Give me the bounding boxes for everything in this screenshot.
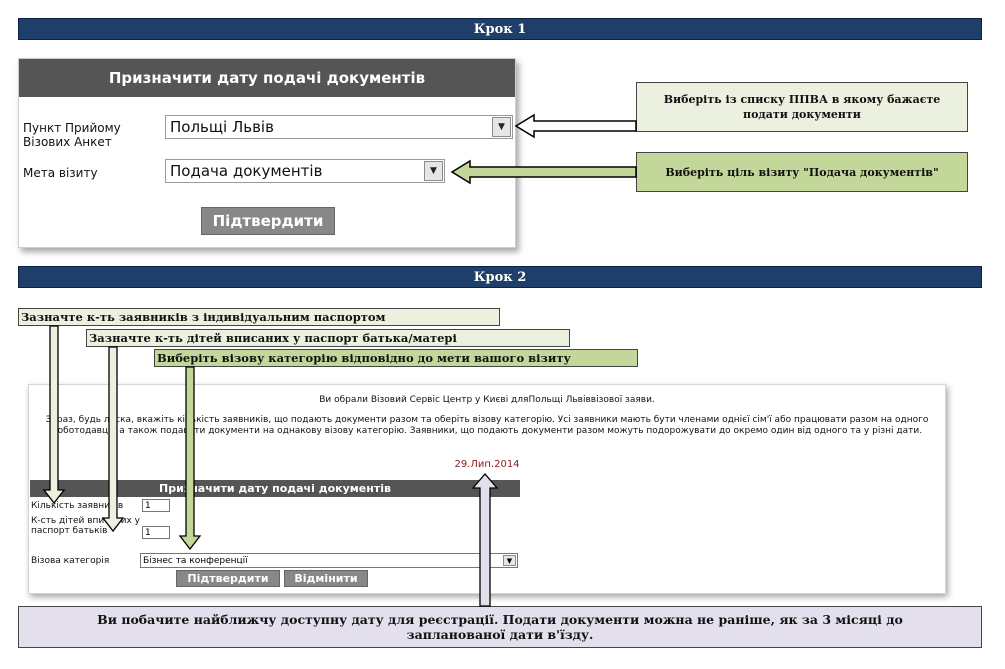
children-label: К-сть дітей вписаних у паспорт батьків <box>31 516 140 536</box>
callout-children: Зазначте к-ть дітей вписаних у паспорт б… <box>86 329 570 347</box>
arrow-to-children-input <box>101 346 125 533</box>
callout-applicants-text: Зазначте к-ть заявників з індивідуальним… <box>21 309 386 324</box>
callout-category-text: Виберіть візову категорію відповідно до … <box>157 350 571 365</box>
confirm-button-label: Підтвердити <box>187 572 269 585</box>
callout-select-purpose-text: Виберіть ціль візиту "Подача документів" <box>665 165 939 179</box>
chevron-down-icon[interactable]: ▼ <box>492 117 511 137</box>
arrow-to-category-select <box>178 366 202 551</box>
point-select[interactable]: Польщі Львів ▼ <box>165 115 513 139</box>
appointment-panel: Призначити дату подачі документів Пункт … <box>18 58 516 248</box>
step-2-title: Крок 2 <box>473 269 527 285</box>
children-input[interactable]: 1 <box>142 526 170 539</box>
chevron-down-icon[interactable]: ▼ <box>503 555 516 566</box>
callout-select-point-text: Виберіть із списку ППВА в якому бажаєте … <box>663 93 941 121</box>
category-select[interactable]: Бізнес та конференції ▼ <box>140 553 518 568</box>
confirm-button[interactable]: Підтвердити <box>201 207 335 235</box>
callout-children-text: Зазначте к-ть дітей вписаних у паспорт б… <box>89 330 457 345</box>
step-1-title: Крок 1 <box>473 21 527 37</box>
callout-nearest-date: Ви побачите найближчу доступну дату для … <box>18 606 982 648</box>
callout-select-purpose: Виберіть ціль візиту "Подача документів" <box>636 152 968 192</box>
chevron-down-icon[interactable]: ▼ <box>424 161 443 181</box>
step-2-bar: Крок 2 <box>18 266 982 288</box>
instructions-text: Зараз, будь ласка, вкажіть кількість зая… <box>45 415 929 436</box>
purpose-select[interactable]: Подача документів ▼ <box>165 159 445 183</box>
nearest-date: 29.Лип.2014 <box>454 459 520 470</box>
arrow-to-purpose-select <box>450 159 637 185</box>
form-header: Призначити дату подачі документів <box>30 480 520 497</box>
arrow-to-nearest-date <box>471 473 499 607</box>
purpose-select-value: Подача документів <box>170 162 323 180</box>
panel-header-title: Призначити дату подачі документів <box>108 69 426 87</box>
cancel-button-label: Відмінити <box>294 572 358 585</box>
callout-applicants: Зазначте к-ть заявників з індивідуальним… <box>18 308 500 326</box>
confirm-button-label: Підтвердити <box>212 212 324 230</box>
arrow-to-point-select <box>514 113 637 139</box>
appointment-form: Призначити дату подачі документів Кількі… <box>30 480 520 587</box>
cancel-button[interactable]: Відмінити <box>284 570 368 587</box>
panel-header: Призначити дату подачі документів <box>19 59 515 97</box>
applicants-input[interactable]: 1 <box>142 499 170 512</box>
point-label: Пункт Прийому Візових Анкет <box>23 121 121 149</box>
arrow-to-applicants-input <box>42 325 66 505</box>
callout-category: Виберіть візову категорію відповідно до … <box>154 349 638 367</box>
confirm-button[interactable]: Підтвердити <box>176 570 280 587</box>
point-select-value: Польщі Львів <box>170 118 274 136</box>
category-label: Візова категорія <box>31 556 110 566</box>
callout-select-point: Виберіть із списку ППВА в якому бажаєте … <box>636 82 968 132</box>
selected-center-info: Ви обрали Візовий Сервіс Центр у Києві д… <box>319 395 655 405</box>
step-1-bar: Крок 1 <box>18 18 982 40</box>
form-header-title: Призначити дату подачі документів <box>159 482 391 495</box>
applicants-label: Кількість заявників <box>31 501 124 511</box>
purpose-label: Мета візиту <box>23 166 98 180</box>
callout-nearest-date-text: Ви побачите найближчу доступну дату для … <box>97 612 903 642</box>
category-select-value: Бізнес та конференції <box>143 555 248 566</box>
